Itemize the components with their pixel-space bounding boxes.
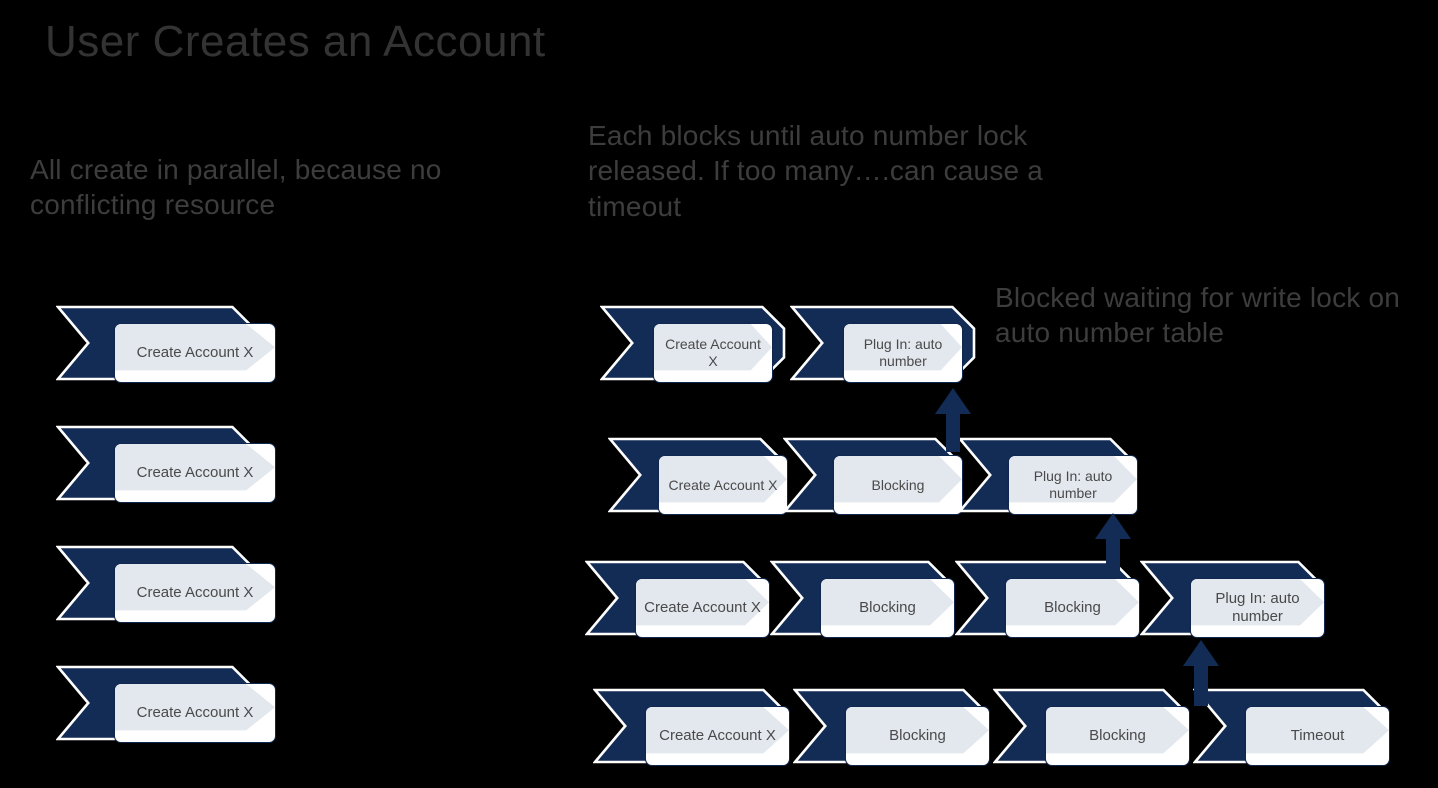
step-label: Timeout	[1290, 727, 1345, 745]
step-label: Create Account X	[668, 476, 778, 493]
step-label: Blocking	[859, 599, 916, 617]
note-each-blocks-until: Each blocks until auto number lock relea…	[588, 120, 1044, 222]
step-card[interactable]: Create Account X	[653, 323, 773, 383]
page-title: User Creates an Account	[45, 17, 546, 66]
step-label: Create Account X	[659, 727, 776, 745]
step-label: Blocking	[1089, 727, 1146, 745]
step-card[interactable]: Create Account X	[635, 578, 770, 638]
step-card[interactable]: Blocking	[833, 455, 963, 515]
step-card[interactable]: Blocking	[1005, 578, 1140, 638]
blocked-arrow-row3-to-row2	[1095, 513, 1131, 578]
step-card[interactable]: Plug In: auto number	[843, 323, 963, 383]
step-card[interactable]: Plug In: auto number	[1190, 578, 1325, 638]
step-label: Plug In: auto number	[1215, 590, 1300, 625]
step-card[interactable]: Create Account X	[114, 323, 276, 383]
step-label: Plug In: auto number	[1033, 468, 1113, 501]
step-label: Create Account X	[136, 344, 254, 362]
step-card[interactable]: Timeout	[1245, 706, 1390, 766]
blocked-arrow-row4-to-row3	[1183, 640, 1219, 706]
step-label: Blocking	[871, 476, 925, 493]
step-label: Create Account X	[136, 704, 254, 722]
step-card[interactable]: Create Account X	[114, 443, 276, 503]
step-label: Create Account X	[644, 599, 761, 617]
blocked-arrow-row2-to-row1	[935, 388, 971, 452]
step-card[interactable]: Blocking	[845, 706, 990, 766]
step-label: Blocking	[889, 727, 946, 745]
step-label: Create Account X	[136, 584, 254, 602]
note-blocked-waiting: Blocked waiting for write lock on auto n…	[995, 282, 1400, 349]
step-card[interactable]: Blocking	[1045, 706, 1190, 766]
step-label: Plug In: auto number	[863, 336, 943, 369]
step-card[interactable]: Create Account X	[645, 706, 790, 766]
step-card[interactable]: Blocking	[820, 578, 955, 638]
step-label: Blocking	[1044, 599, 1101, 617]
step-label: Create Account X	[136, 464, 254, 482]
note-all-create-in-parallel: All create in parallel, because no confl…	[30, 154, 442, 221]
step-card[interactable]: Create Account X	[658, 455, 788, 515]
step-label: Create Account X	[665, 336, 761, 369]
step-card[interactable]: Plug In: auto number	[1008, 455, 1138, 515]
step-card[interactable]: Create Account X	[114, 683, 276, 743]
step-card[interactable]: Create Account X	[114, 563, 276, 623]
